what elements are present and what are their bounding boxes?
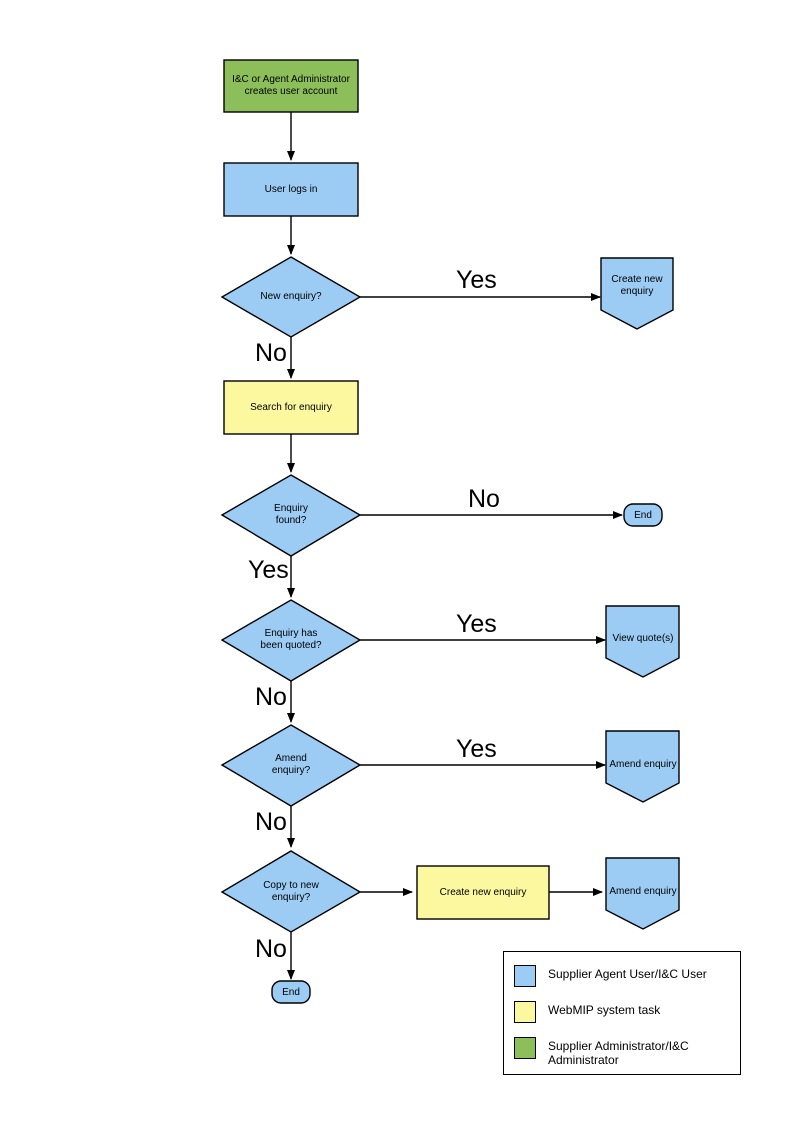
node-amend-enquiry-copy[interactable]	[605, 857, 680, 930]
node-enquiry-found-decision[interactable]	[220, 474, 362, 557]
node-amend-enquiry-action[interactable]	[605, 730, 680, 803]
edge-label-new-enquiry-yes: Yes	[456, 266, 497, 294]
legend-item-system: WebMIP system task	[514, 1001, 660, 1023]
node-enquiry-quoted-decision[interactable]	[220, 599, 362, 682]
legend-swatch-system-icon	[514, 1001, 536, 1023]
node-end-final[interactable]	[271, 980, 311, 1004]
edge-label-enquiry-found-yes: Yes	[248, 556, 289, 584]
node-create-new-enquiry-bottom[interactable]	[416, 865, 550, 920]
edge-label-amend-enquiry-no: No	[255, 808, 287, 836]
edge-label-new-enquiry-no: No	[255, 339, 287, 367]
edge-label-enquiry-quoted-no: No	[255, 683, 287, 711]
edge-label-enquiry-found-no: No	[468, 485, 500, 513]
node-view-quotes[interactable]	[605, 605, 680, 678]
legend-swatch-user-icon	[514, 965, 536, 987]
node-amend-enquiry-decision[interactable]	[220, 724, 362, 807]
legend-label-system: WebMIP system task	[548, 1003, 661, 1017]
edge-label-amend-enquiry-yes: Yes	[456, 735, 497, 763]
node-copy-to-new-enquiry-decision[interactable]	[220, 850, 362, 933]
label-end-final: End	[282, 986, 300, 998]
legend: Supplier Agent User/I&C User WebMIP syst…	[503, 951, 741, 1075]
node-search-for-enquiry[interactable]	[223, 380, 359, 435]
node-user-logs-in[interactable]	[223, 162, 359, 217]
node-end-enquiry-not-found[interactable]	[623, 503, 663, 527]
edge-label-copy-to-new-no: No	[255, 935, 287, 963]
legend-label-user: Supplier Agent User/I&C User	[548, 967, 707, 981]
node-create-new-enquiry-top[interactable]	[600, 257, 674, 330]
node-new-enquiry-decision[interactable]	[220, 256, 362, 338]
node-admin-creates-account[interactable]	[223, 59, 359, 113]
label-end-enquiry-not-found: End	[634, 509, 652, 521]
legend-item-user: Supplier Agent User/I&C User	[514, 965, 707, 987]
legend-item-admin: Supplier Administrator/I&C Administrator	[514, 1037, 689, 1067]
edge-label-enquiry-quoted-yes: Yes	[456, 610, 497, 638]
legend-swatch-admin-icon	[514, 1037, 536, 1059]
legend-label-admin: Supplier Administrator/I&C Administrator	[548, 1039, 689, 1067]
